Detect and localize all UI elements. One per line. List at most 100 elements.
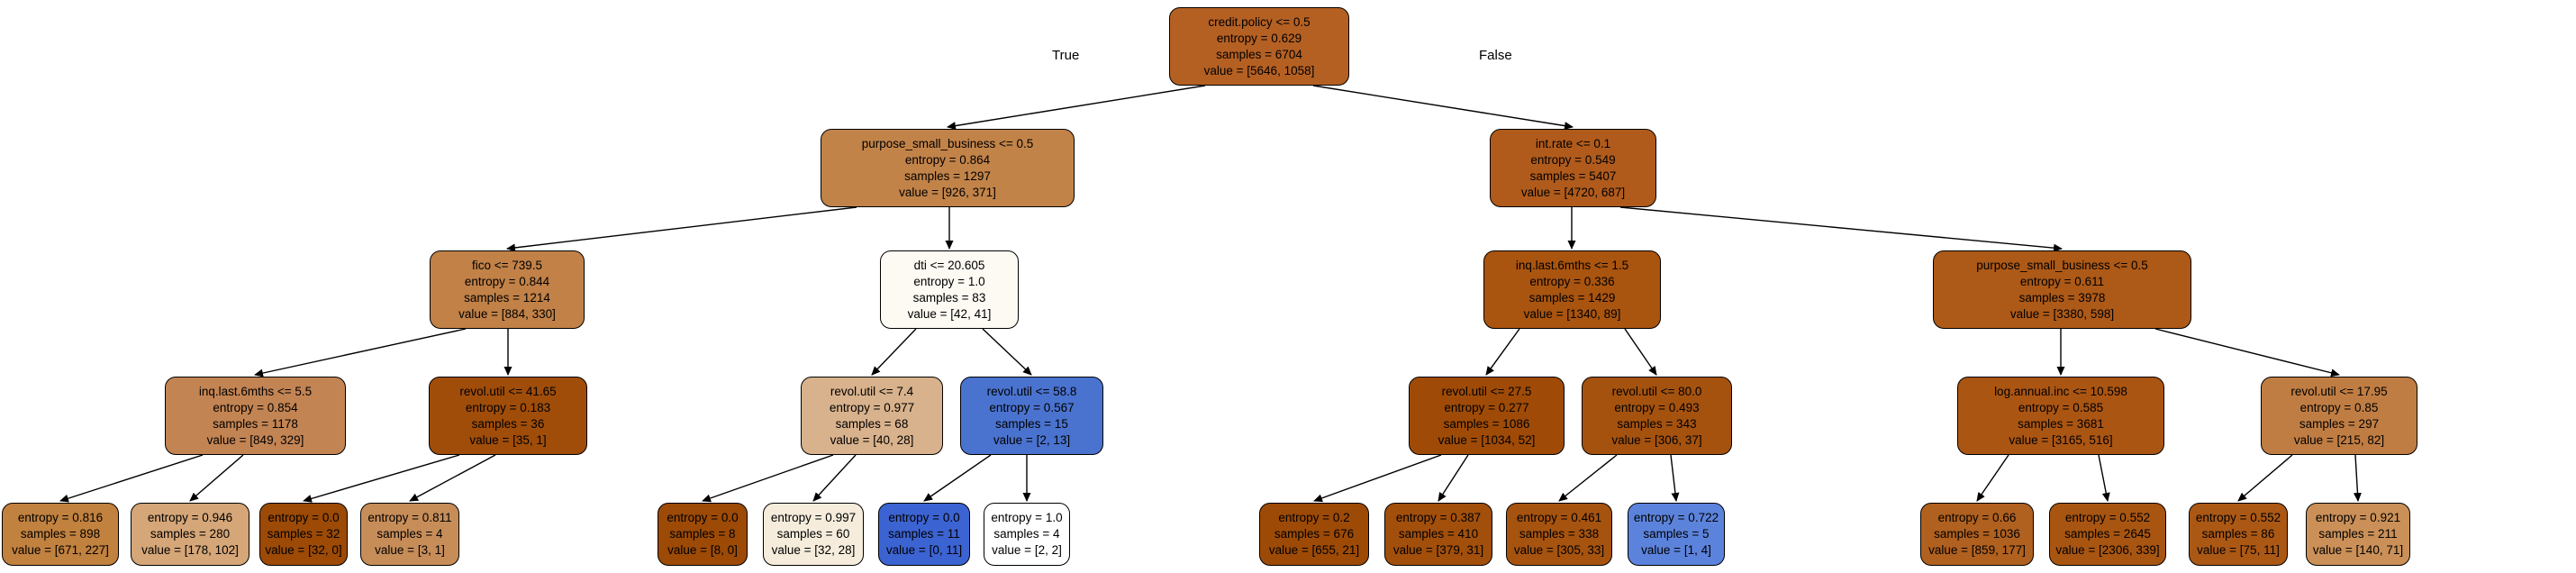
node-entropy: entropy = 0.722 [1633,511,1719,524]
node-samples: samples = 3681 [2018,416,2104,431]
edge [2353,454,2362,502]
node-value: value = [32, 0] [265,543,342,557]
node-value: value = [40, 28] [830,432,914,447]
edge [1438,454,1469,502]
node-condition: revol.util <= 27.5 [1441,384,1532,398]
node-samples: samples = 68 [835,416,909,431]
node-revol-util-27-5: revol.util <= 27.5 entropy = 0.277 sampl… [1409,377,1565,455]
node-entropy: entropy = 0.816 [17,511,104,524]
node-entropy: entropy = 0.2 [1278,511,1350,524]
node-entropy: entropy = 0.921 [2315,511,2401,524]
node-condition: dti <= 20.605 [913,258,985,272]
node-entropy: entropy = 0.567 [989,400,1075,414]
edge [1558,454,1618,502]
node-samples: samples = 3978 [2018,290,2106,305]
node-inq-last-6mths-5-5: inq.last.6mths <= 5.5 entropy = 0.854 sa… [165,377,346,455]
node-samples: samples = 297 [2299,416,2380,431]
node-credit-policy-root: credit.policy <= 0.5 entropy = 0.629 sam… [1169,7,1349,86]
node-value: value = [3380, 598] [2009,306,2115,321]
node-samples: samples = 11 [888,527,960,541]
node-samples: samples = 676 [1274,527,1355,541]
node-samples: samples = 5 [1643,527,1710,541]
edge [871,328,917,376]
node-entropy: entropy = 0.183 [465,400,551,414]
node-condition: int.rate <= 0.1 [1535,136,1611,150]
node-condition: purpose_small_business <= 0.5 [1976,258,2148,272]
node-entropy: entropy = 0.493 [1614,400,1700,414]
node-entropy: entropy = 0.629 [1216,31,1302,45]
edge [1313,454,1442,503]
leaf-node-16: entropy = 0.921 samples = 211 value = [1… [2306,503,2410,566]
node-value: value = [5646, 1058] [1203,63,1315,77]
node-revol-util-17-95: revol.util <= 17.95 entropy = 0.85 sampl… [2261,377,2417,455]
node-entropy: entropy = 0.844 [464,274,550,288]
node-condition: revol.util <= 17.95 [2290,384,2388,398]
node-entropy: entropy = 0.0 [888,511,960,524]
node-value: value = [884, 330] [458,306,556,321]
node-condition: log.annual.inc <= 10.598 [1994,384,2127,398]
node-entropy: entropy = 0.549 [1530,152,1616,167]
node-value: value = [0, 11] [885,543,963,557]
node-inq-last-6mths-1-5: inq.last.6mths <= 1.5 entropy = 0.336 sa… [1483,250,1661,329]
node-revol-util-80-0: revol.util <= 80.0 entropy = 0.493 sampl… [1582,377,1732,455]
node-samples: samples = 60 [776,527,850,541]
edge [303,454,460,503]
node-entropy: entropy = 0.946 [147,511,233,524]
node-purpose-small-business-left: purpose_small_business <= 0.5 entropy = … [821,129,1075,207]
edge [409,454,496,502]
node-samples: samples = 83 [912,290,986,305]
node-samples: samples = 280 [150,527,231,541]
node-entropy: entropy = 1.0 [991,511,1063,524]
node-samples: samples = 338 [1519,527,1600,541]
node-value: value = [2, 2] [992,543,1062,557]
node-value: value = [32, 28] [771,543,856,557]
node-value: value = [1340, 89] [1523,306,1621,321]
edge [2154,328,2340,377]
node-samples: samples = 211 [2318,527,2398,541]
edge [254,328,467,377]
node-samples: samples = 343 [1617,416,1697,431]
node-revol-util-58-8: revol.util <= 58.8 entropy = 0.567 sampl… [960,377,1103,455]
node-samples: samples = 410 [1398,527,1479,541]
node-samples: samples = 1086 [1443,416,1530,431]
node-condition: inq.last.6mths <= 1.5 [1515,258,1629,272]
leaf-node-7: entropy = 0.0 samples = 11 value = [0, 1… [878,503,970,566]
node-samples: samples = 4 [376,527,443,541]
leaf-node-8: entropy = 1.0 samples = 4 value = [2, 2] [984,503,1070,566]
node-condition: revol.util <= 7.4 [830,384,914,398]
node-entropy: entropy = 0.85 [2299,400,2379,414]
node-value: value = [1, 4] [1641,543,1711,557]
leaf-node-6: entropy = 0.997 samples = 60 value = [32… [763,503,864,566]
leaf-node-13: entropy = 0.66 samples = 1036 value = [8… [1920,503,2034,566]
node-condition: revol.util <= 80.0 [1611,384,1702,398]
node-value: value = [926, 371] [899,185,996,199]
node-entropy: entropy = 0.0 [667,511,739,524]
node-value: value = [42, 41] [907,306,992,321]
node-value: value = [305, 33] [1513,543,1605,557]
node-purpose-small-business-right: purpose_small_business <= 0.5 entropy = … [1933,250,2191,329]
leaf-node-5: entropy = 0.0 samples = 8 value = [8, 0] [658,503,748,566]
node-value: value = [8, 0] [667,543,738,557]
leaf-node-14: entropy = 0.552 samples = 2645 value = [… [2049,503,2166,566]
node-condition: revol.util <= 41.65 [459,384,557,398]
edge-root-true [947,85,1206,131]
leaf-node-12: entropy = 0.722 samples = 5 value = [1, … [1628,503,1725,566]
edge-root-false [1312,85,1574,131]
edge [2098,454,2110,502]
node-samples: samples = 8 [669,527,736,541]
node-condition: fico <= 739.5 [471,258,543,272]
leaf-node-1: entropy = 0.816 samples = 898 value = [6… [2,503,119,566]
node-samples: samples = 1429 [1528,290,1616,305]
leaf-node-3: entropy = 0.0 samples = 32 value = [32, … [259,503,348,566]
edge [1624,328,1657,376]
node-revol-util-7-4: revol.util <= 7.4 entropy = 0.977 sample… [801,377,943,455]
node-value: value = [75, 11] [2197,543,2280,557]
edge-label-true: True [1052,48,1080,63]
node-entropy: entropy = 0.854 [213,400,298,414]
node-samples: samples = 32 [267,527,340,541]
node-log-annual-inc: log.annual.inc <= 10.598 entropy = 0.585… [1957,377,2164,455]
node-entropy: entropy = 0.277 [1444,400,1529,414]
node-entropy: entropy = 1.0 [913,274,985,288]
node-entropy: entropy = 0.585 [2018,400,2104,414]
node-fico: fico <= 739.5 entropy = 0.844 samples = … [430,250,585,329]
